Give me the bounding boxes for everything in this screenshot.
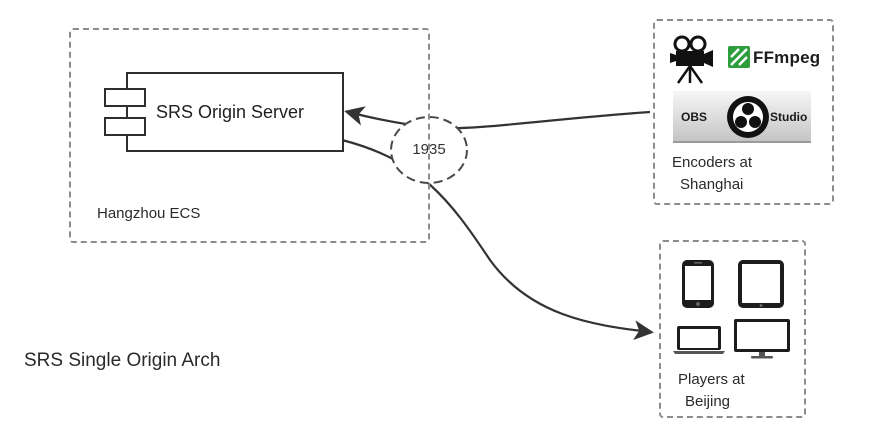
origin-group-box xyxy=(69,28,430,243)
smartphone-icon xyxy=(682,260,714,308)
diagram-caption: SRS Single Origin Arch xyxy=(24,350,221,371)
movie-camera-icon xyxy=(670,35,713,84)
laptop-icon xyxy=(673,326,725,354)
ffmpeg-logo-text: FFmpeg xyxy=(753,48,821,67)
players-group-label-line2: Beijing xyxy=(685,393,731,410)
obs-studio-logo: OBS Studio xyxy=(673,91,811,143)
obs-circle-icon xyxy=(727,96,769,138)
uml-component-icon xyxy=(104,117,146,136)
origin-group-label: Hangzhou ECS xyxy=(97,205,201,222)
encoders-group-label-line2: Shanghai xyxy=(680,176,744,193)
tablet-icon xyxy=(738,260,784,308)
players-group-label-line1: Players at xyxy=(678,371,745,388)
desktop-monitor-icon xyxy=(734,319,790,359)
srs-origin-server-label: SRS Origin Server xyxy=(156,102,305,122)
players-group-box xyxy=(659,240,806,418)
encoders-group-label-line1: Encoders at xyxy=(672,154,753,171)
obs-logo-text-right: Studio xyxy=(770,110,808,124)
uml-component-icon xyxy=(104,88,146,107)
encoders-group-box xyxy=(653,19,834,205)
srs-origin-server-node: SRS Origin Server xyxy=(126,72,344,152)
obs-logo-text-left: OBS xyxy=(681,110,708,124)
ffmpeg-logo xyxy=(728,46,750,68)
